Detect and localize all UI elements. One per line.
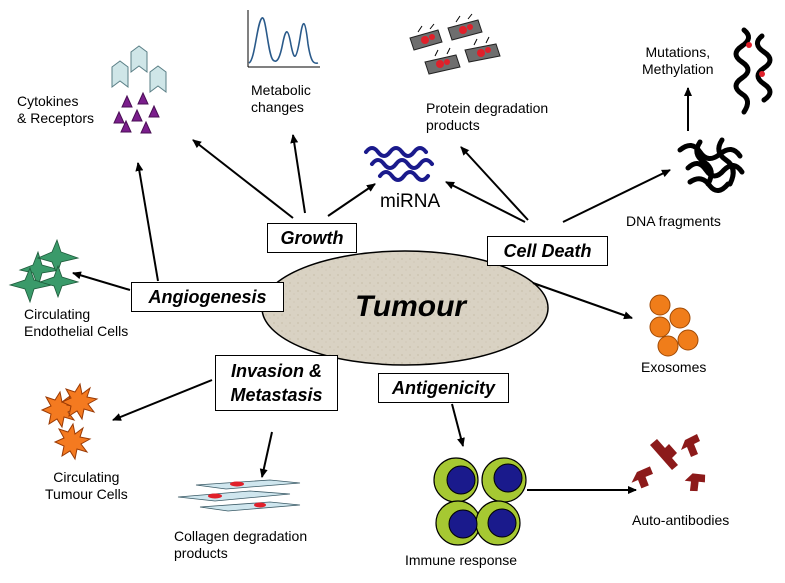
- mutations-label: Mutations, Methylation: [642, 44, 714, 77]
- auto-antibodies-label: Auto-antibodies: [632, 512, 730, 528]
- arrow-growth-to-metabolic: [290, 134, 306, 214]
- mirna-icon: [364, 146, 434, 182]
- exosomes-icon: [649, 294, 699, 357]
- collagen-label: Collagen degradation products: [174, 528, 308, 561]
- arrow-growth-to-mirna: [327, 183, 376, 217]
- arrow-invasion-to-ctc: [112, 379, 213, 421]
- antigenicity-box: Antigenicity: [378, 373, 509, 403]
- auto-antibodies-icon: [631, 434, 706, 492]
- cytokines-receptors-icon: [111, 45, 167, 134]
- arrow-celldeath-to-protein: [460, 146, 529, 221]
- arrow-angiogenesis-to-endothelial: [72, 271, 131, 291]
- ctc-label: Circulating Tumour Cells: [45, 469, 128, 502]
- endothelial-cells-icon: [8, 238, 80, 304]
- arrows: [72, 87, 692, 494]
- mirna-label: miRNA: [380, 191, 441, 212]
- cell-death-box: Cell Death: [487, 236, 608, 266]
- collagen-degradation-icon: [177, 479, 301, 512]
- invasion-metastasis-box: Invasion & Metastasis: [215, 355, 338, 411]
- dna-fragments-icon: [677, 137, 745, 193]
- mutated-dna-icon: [733, 27, 773, 115]
- growth-box: Growth: [267, 223, 357, 253]
- angiogenesis-box: Angiogenesis: [131, 282, 284, 312]
- endothelial-label: Circulating Endothelial Cells: [24, 306, 129, 339]
- metastasis-line: Metastasis: [230, 385, 323, 405]
- arrow-celldeath-to-mirna: [445, 181, 526, 223]
- tumour-label: Tumour: [355, 290, 467, 323]
- protein-degradation-label: Protein degradation products: [426, 100, 549, 133]
- dna-fragments-label: DNA fragments: [626, 213, 721, 229]
- circulating-tumour-cells-icon: [40, 382, 99, 461]
- arrow-growth-to-cytokines: [192, 139, 294, 219]
- immune-response-label: Immune response: [405, 552, 518, 568]
- cytokines-label: Cytokines & Receptors: [17, 93, 95, 126]
- arrow-angiogenesis-to-cytokines: [135, 162, 159, 282]
- immune-cells-icon: [433, 457, 527, 546]
- metabolic-chart-icon: [247, 10, 320, 68]
- invasion-line: Invasion &: [230, 361, 323, 381]
- arrow-antigenicity-to-immune: [451, 403, 465, 447]
- metabolic-label: Metabolic changes: [251, 82, 311, 115]
- arrow-invasion-to-collagen: [259, 431, 273, 478]
- arrow-tumour-to-exosomes: [532, 282, 633, 320]
- protein-degradation-icon: [409, 13, 501, 75]
- arrow-celldeath-to-dna: [562, 169, 671, 223]
- exosomes-label: Exosomes: [641, 359, 707, 375]
